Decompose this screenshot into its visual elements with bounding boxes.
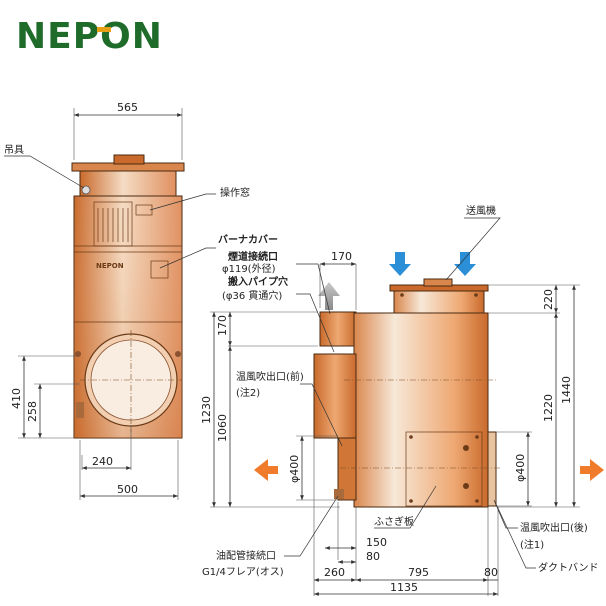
exhaust-arrow <box>318 282 340 310</box>
logo-text: NEPON <box>16 16 163 57</box>
label-flue-dia: φ119(外径) <box>222 262 276 275</box>
side-rear-outlet <box>487 431 497 507</box>
logo-accent-mark <box>97 27 111 32</box>
dim-240: 240 <box>92 455 113 468</box>
cover-plate-bolts <box>409 435 479 503</box>
label-carry-pipe: 搬入パイプ穴 <box>228 275 288 288</box>
label-outlet-rear: 温風吹出口(後) <box>520 521 588 534</box>
control-panel-louvers <box>97 208 129 242</box>
air-intake-arrow-right <box>454 252 476 276</box>
label-oil-pipe: 油配管接続口 <box>216 549 276 562</box>
air-intake-arrow-left <box>389 252 411 276</box>
label-hanger: 吊具 <box>4 144 24 156</box>
oil-pipe-fitting <box>334 489 344 499</box>
label-outlet-front: 温風吹出口(前) <box>236 370 304 383</box>
dim-410: 410 <box>10 388 23 409</box>
dim-220: 220 <box>542 289 555 310</box>
side-main-body <box>353 312 489 508</box>
label-oil-spec: G1/4フレア(オス) <box>202 566 284 578</box>
front-upper-housing <box>79 170 177 200</box>
dim-258: 258 <box>26 401 39 422</box>
hot-air-arrow-rear <box>580 459 604 481</box>
dim-1220: 1220 <box>542 394 555 422</box>
label-burner-cover: バーナカバー <box>218 234 278 246</box>
label-duct-band: ダクトバンド <box>538 561 599 574</box>
label-carry-pipe-dia: (φ36 貫通穴) <box>222 289 282 302</box>
dim-dia400-left: φ400 <box>288 455 301 483</box>
label-cover-plate: ふさぎ板 <box>374 515 414 528</box>
dim-80-right: 80 <box>484 566 498 579</box>
dim-150: 150 <box>366 536 387 549</box>
label-operation-window: 操作窓 <box>220 186 250 199</box>
front-view: NEPON 565 500 240 410 258 吊具 <box>4 101 278 500</box>
front-oil-fitting <box>76 402 84 418</box>
dim-dia400-right: φ400 <box>514 454 527 482</box>
operation-window-frame <box>135 204 153 216</box>
label-note1: (注1) <box>520 538 544 551</box>
dim-1230: 1230 <box>200 396 213 424</box>
burner-cover-window <box>150 260 169 279</box>
dim-1440: 1440 <box>560 376 573 404</box>
dim-795: 795 <box>408 566 429 579</box>
dim-1135: 1135 <box>390 581 418 594</box>
label-note2: (注2) <box>236 386 260 399</box>
nepon-logo: NEPON <box>16 16 163 57</box>
side-front-outlet <box>337 437 357 501</box>
dim-500: 500 <box>117 483 138 496</box>
dim-170-top: 170 <box>331 250 352 263</box>
dim-80-lower: 80 <box>366 550 380 563</box>
label-flue-connection: 煙道接続口 <box>228 250 278 263</box>
side-front-section <box>313 353 357 439</box>
cover-plate-panel <box>405 431 483 507</box>
side-view: 170 220 1220 1440 170 1230 1060 φ400 φ40… <box>200 204 604 596</box>
hot-air-arrow-front <box>254 459 278 481</box>
dim-260: 260 <box>324 566 345 579</box>
blower-housing <box>393 290 485 314</box>
dim-170-left: 170 <box>216 315 229 336</box>
blower-motor <box>423 278 453 287</box>
front-top-fitting <box>113 154 145 165</box>
flue-connection-stub <box>319 311 357 347</box>
front-plate-brand: NEPON <box>96 262 124 270</box>
label-blower: 送風機 <box>466 204 496 217</box>
dim-565: 565 <box>117 101 138 114</box>
dim-1060: 1060 <box>216 414 229 442</box>
